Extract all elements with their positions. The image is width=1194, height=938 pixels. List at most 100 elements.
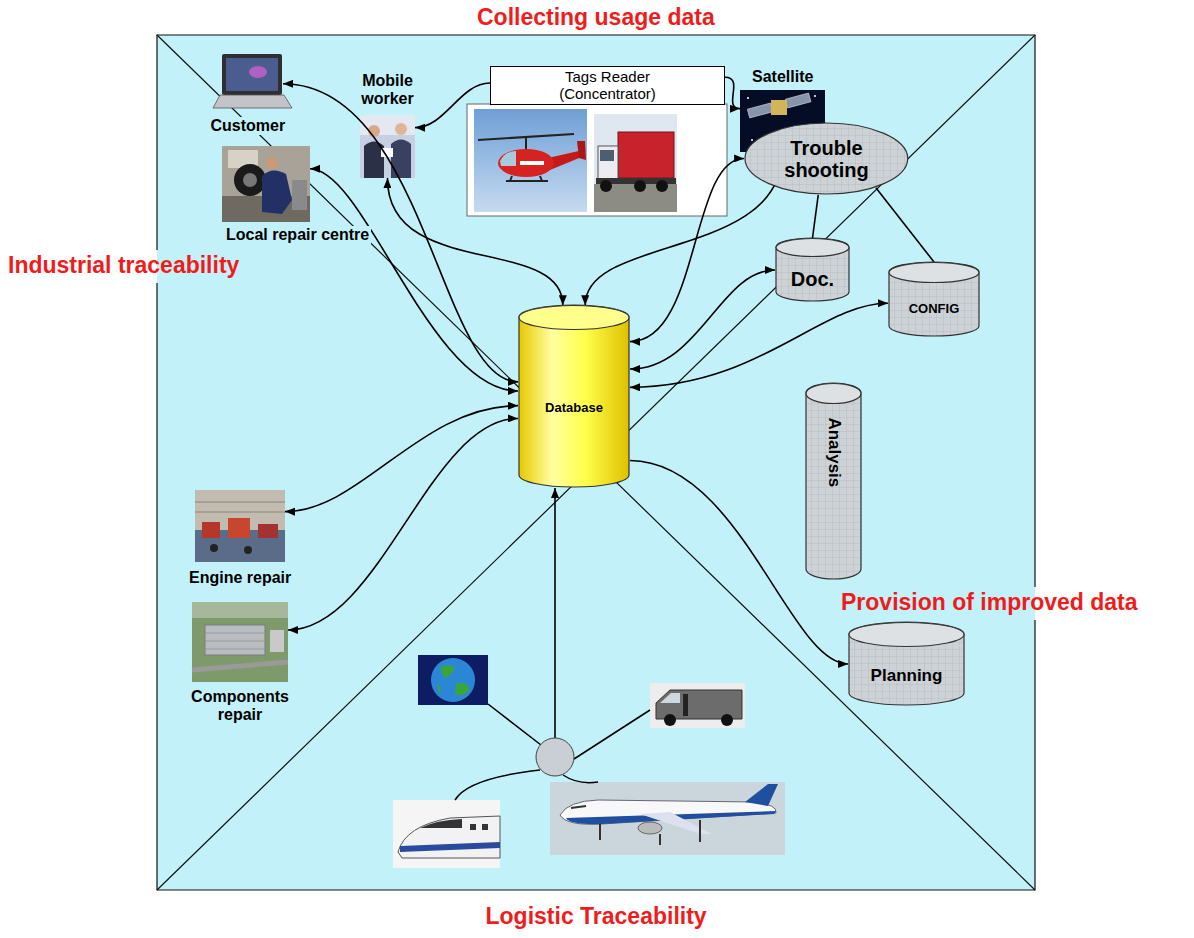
truck-photo — [618, 132, 674, 178]
logistics-hub — [455, 488, 650, 800]
helicopter-photo — [506, 176, 548, 181]
plane-photo — [571, 806, 586, 808]
helicopter-photo — [467, 104, 727, 216]
picture-caption: Local repair centre — [224, 226, 371, 244]
node-text: Tags Reader (Concentrator) — [533, 68, 683, 103]
engine-repair-photo — [210, 544, 218, 552]
helicopter-photo — [577, 141, 586, 160]
node-text: Analysis — [824, 417, 843, 487]
connector — [310, 169, 518, 391]
data-cylinder: CONFIG — [888, 262, 980, 337]
connector — [387, 178, 562, 305]
components-plant-photo — [205, 625, 265, 655]
helicopter-photo — [474, 109, 587, 212]
node-outline — [776, 238, 849, 301]
repair-centre-photo — [222, 146, 310, 222]
repair-centre-photo — [292, 180, 307, 210]
truck-photo — [600, 180, 612, 192]
picture-node: Mobile worker — [360, 115, 415, 178]
train-photo — [482, 824, 488, 830]
data-cylinder: Database — [518, 305, 630, 488]
satellite-photo — [785, 93, 811, 108]
connector — [285, 406, 518, 512]
mobile-worker-photo — [360, 115, 415, 178]
van-photo — [650, 683, 745, 728]
square-border — [157, 35, 1035, 890]
helicopter-photo — [467, 104, 727, 216]
node-text: Doc. — [791, 268, 834, 290]
data-cylinder: Planning — [848, 622, 965, 706]
diagonal-line — [157, 35, 1035, 890]
helicopter-photo — [520, 161, 544, 165]
satellite-photo — [747, 97, 749, 99]
process-ellipse: Trouble shooting — [744, 122, 909, 195]
connector — [630, 303, 888, 387]
node-outline — [518, 305, 630, 488]
truck-photo — [598, 146, 618, 180]
node-outline — [849, 622, 964, 705]
van-photo — [650, 683, 745, 728]
node-text: Planning — [871, 667, 943, 686]
plane-photo — [550, 782, 785, 855]
components-plant-photo — [192, 602, 288, 682]
truck-photo — [600, 150, 614, 161]
repair-centre-photo — [262, 170, 292, 214]
node-outline — [889, 262, 979, 336]
components-plant-photo — [205, 633, 265, 649]
logistics-hub — [554, 488, 556, 738]
laptop-icon — [222, 54, 282, 95]
node-outline — [519, 305, 629, 487]
node-outline — [776, 239, 849, 257]
engine-repair-photo — [202, 522, 220, 538]
node-text: Trouble shooting — [771, 137, 881, 181]
connector — [415, 83, 490, 128]
section-title: Logistic Traceability — [486, 903, 707, 929]
engine-repair-photo — [195, 502, 285, 512]
train-photo — [420, 819, 462, 828]
globe-icon — [418, 655, 488, 705]
laptop-icon — [226, 58, 278, 91]
engine-repair-photo — [195, 490, 285, 562]
train-photo — [470, 824, 476, 830]
picture-node: Customer — [213, 53, 283, 109]
node-outline — [848, 622, 965, 706]
node-outline — [888, 262, 980, 337]
engine-repair-photo — [195, 490, 285, 562]
laptop-icon — [213, 95, 292, 108]
train-photo — [400, 842, 500, 852]
node-text: CONFIG — [909, 302, 960, 316]
components-plant-photo — [192, 602, 288, 682]
satellite-photo — [751, 139, 753, 141]
node-outline — [745, 123, 908, 194]
plane-photo — [600, 820, 700, 845]
node-outline — [806, 383, 861, 579]
globe-icon — [436, 665, 470, 695]
node-text: Database — [545, 401, 603, 415]
components-plant-photo — [270, 630, 284, 652]
section-title: Collecting usage data — [477, 4, 715, 30]
truck-photo — [594, 114, 677, 212]
truck-photo — [634, 180, 646, 192]
laptop-icon — [213, 54, 292, 108]
connector — [630, 270, 775, 369]
laptop-icon — [249, 66, 267, 78]
train-photo — [393, 800, 500, 868]
van-photo — [660, 693, 680, 703]
data-cylinder: Doc. — [775, 238, 850, 302]
data-cylinder: Analysis — [805, 383, 862, 580]
components-plant-photo — [192, 602, 288, 618]
mobile-worker-photo — [391, 140, 411, 179]
repair-centre-photo — [266, 157, 278, 169]
mobile-worker-photo — [395, 123, 407, 135]
satellite-photo — [814, 95, 816, 97]
engine-repair-photo — [228, 518, 250, 538]
satellite-photo — [771, 100, 787, 115]
mobile-worker-photo — [360, 115, 415, 178]
satellite-photo — [747, 103, 773, 118]
picture-node: Components repair — [192, 602, 288, 682]
repair-centre-photo — [243, 173, 257, 187]
truck-photo — [594, 114, 677, 212]
globe-icon — [431, 658, 475, 702]
